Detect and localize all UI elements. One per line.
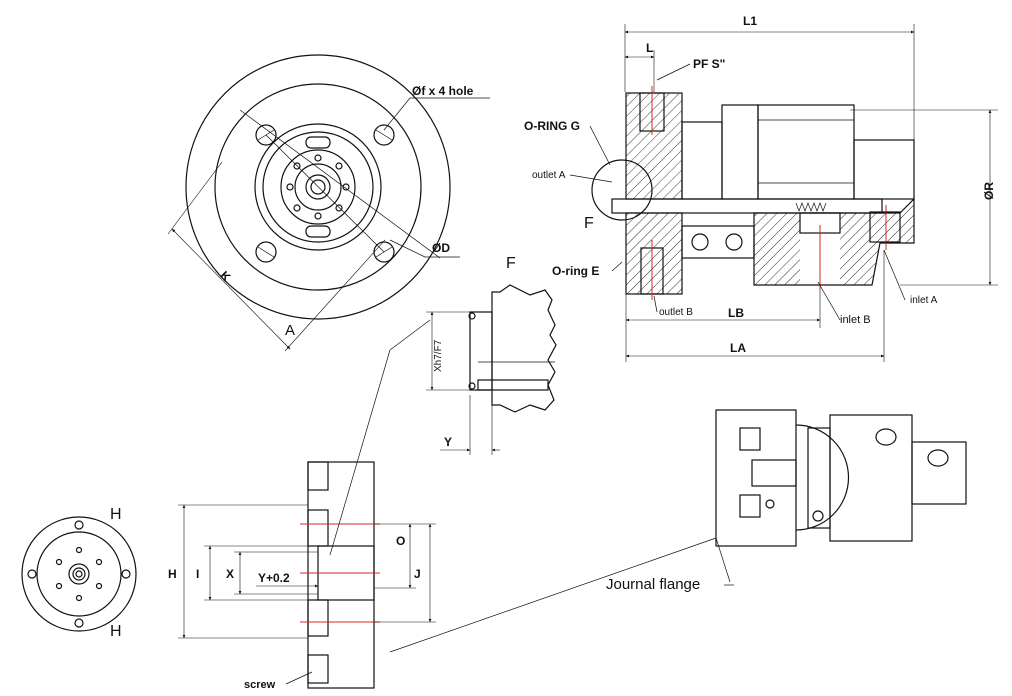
a-label: A — [285, 322, 295, 339]
inlet-a-label: inlet A — [910, 295, 938, 306]
f-detail-mark: F — [584, 215, 594, 232]
inlet-b-label: inlet B — [840, 314, 871, 326]
journal-flange-label: Journal flange — [606, 576, 700, 593]
i-dim-label: I — [196, 567, 199, 581]
outlet-a-label: outlet A — [532, 170, 566, 181]
lb-label: LB — [728, 306, 744, 320]
pf-label: PF S" — [693, 57, 725, 71]
d-label: ØD — [432, 241, 450, 255]
h-top-label: H — [110, 506, 122, 523]
journal-flange-assembly — [389, 409, 967, 653]
l-label: L — [646, 41, 653, 55]
h-dim-label: H — [168, 567, 177, 581]
oring-e-label: O-ring E — [552, 264, 599, 278]
small-flange-view — [21, 516, 137, 632]
front-view — [167, 54, 490, 352]
flange-section — [178, 319, 436, 689]
r-label: ØR — [982, 182, 996, 200]
x-tolerance-label: Xh7/F7 — [433, 339, 444, 372]
o-dim-label: O — [396, 534, 405, 548]
f-hole-label: Øf x 4 hole — [412, 84, 474, 98]
f-detail-title: F — [506, 255, 516, 272]
la-label: LA — [730, 341, 746, 355]
y-label: Y — [444, 435, 452, 449]
l1-label: L1 — [743, 14, 757, 28]
y-dim-label: Y+0.2 — [258, 571, 290, 585]
detail-f — [426, 284, 557, 455]
x-dim-label: X — [226, 567, 234, 581]
section-view — [569, 24, 998, 362]
h-bottom-label: H — [110, 623, 122, 640]
outlet-b-label: outlet B — [659, 307, 693, 318]
j-dim-label: J — [414, 567, 421, 581]
screw-label: screw — [244, 679, 276, 691]
oring-g-label: O-RING G — [524, 119, 580, 133]
k-label: K — [217, 268, 233, 284]
